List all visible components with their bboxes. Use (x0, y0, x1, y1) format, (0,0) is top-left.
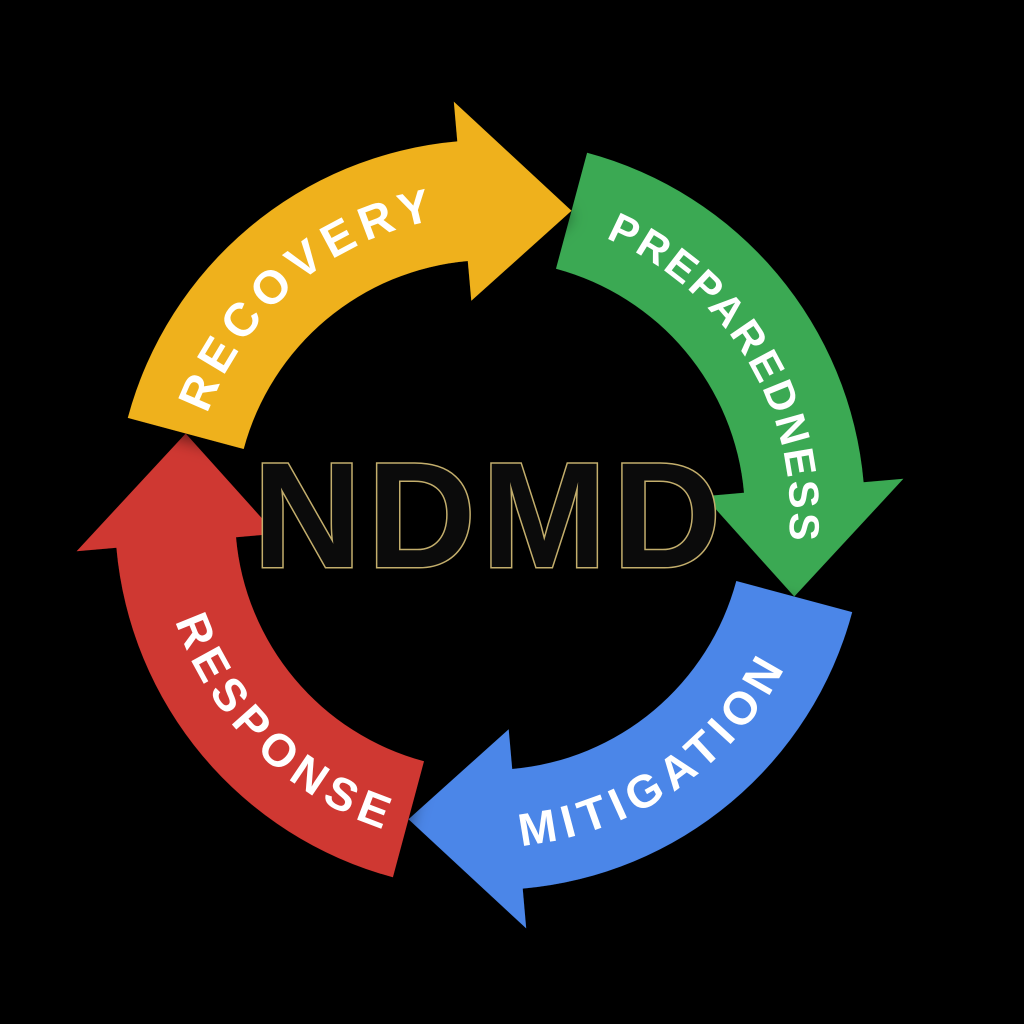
response-arrow (76, 433, 424, 878)
preparedness-arrow (556, 152, 904, 597)
mitigation-arrow (408, 581, 853, 929)
phase-arrows (76, 101, 904, 929)
center-title: NDMD (253, 431, 727, 599)
recovery-arrow (127, 101, 572, 449)
